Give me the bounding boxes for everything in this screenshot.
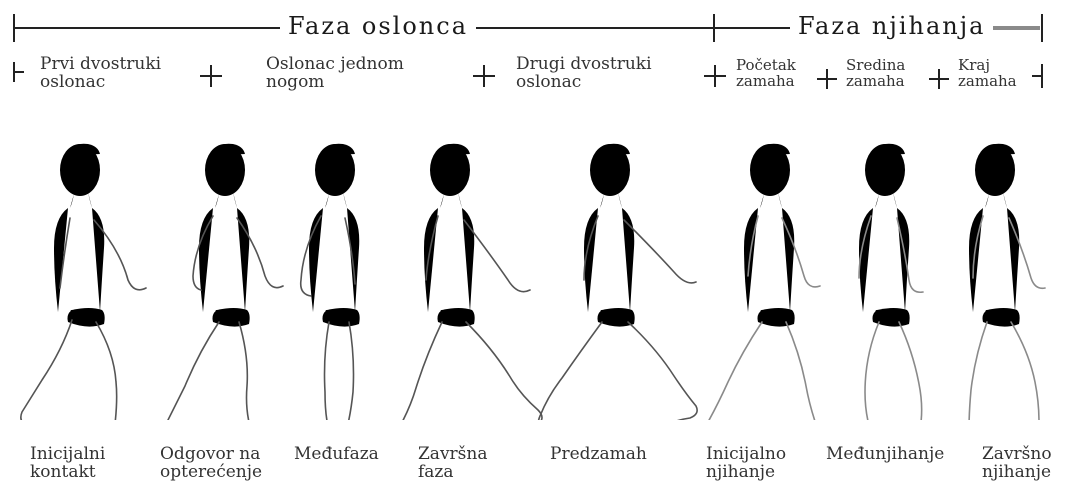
caption-1-line2: kontakt [30, 464, 105, 482]
figure-mid-swing [859, 144, 961, 420]
swing-phase-title: Faza njihanja [790, 14, 993, 39]
caption-7-line1: Međunjihanje [826, 446, 944, 464]
subphase-label-2-line2: nogom [266, 74, 404, 92]
subphase-label-3-line2: oslonac [516, 74, 652, 92]
caption-8-line2: njihanje [982, 464, 1052, 482]
figure-terminal-swing [969, 144, 1069, 420]
caption-3: Međufaza [294, 446, 379, 464]
subphase-label-3: Drugi dvostruki oslonac [516, 56, 652, 92]
subphase-label-2: Oslonac jednom nogom [266, 56, 404, 92]
subphase-label-1-line2: oslonac [40, 74, 161, 92]
figure-terminal-stance [399, 144, 542, 420]
subphase-label-4-line2: zamaha [736, 74, 796, 90]
figure-loading-response [166, 144, 297, 420]
caption-2-line2: opterećenje [160, 464, 262, 482]
caption-8: Završno njihanje [982, 446, 1052, 482]
figure-initial-contact [21, 144, 162, 420]
stance-phase-title: Faza oslonca [280, 14, 476, 39]
figure-initial-swing [707, 144, 862, 420]
subphase-label-5-line2: zamaha [846, 74, 905, 90]
subphase-label-6: Kraj zamaha [958, 58, 1017, 90]
caption-5: Predzamah [550, 446, 647, 464]
caption-4: Završna faza [418, 446, 488, 482]
figures-layer [0, 120, 1069, 420]
subphase-label-4: Početak zamaha [736, 58, 796, 90]
subphase-label-1: Prvi dvostruki oslonac [40, 56, 161, 92]
caption-2: Odgovor na opterećenje [160, 446, 262, 482]
figure-pre-swing [538, 144, 697, 420]
caption-6: Inicijalno njihanje [706, 446, 786, 482]
caption-4-line2: faza [418, 464, 488, 482]
subphase-label-6-line2: zamaha [958, 74, 1017, 90]
subphase-label-5: Sredina zamaha [846, 58, 905, 90]
caption-1: Inicijalni kontakt [30, 446, 105, 482]
figure-mid-stance [301, 144, 379, 420]
caption-6-line2: njihanje [706, 464, 786, 482]
caption-5-line1: Predzamah [550, 446, 647, 464]
caption-7: Međunjihanje [826, 446, 944, 464]
caption-3-line1: Međufaza [294, 446, 379, 464]
